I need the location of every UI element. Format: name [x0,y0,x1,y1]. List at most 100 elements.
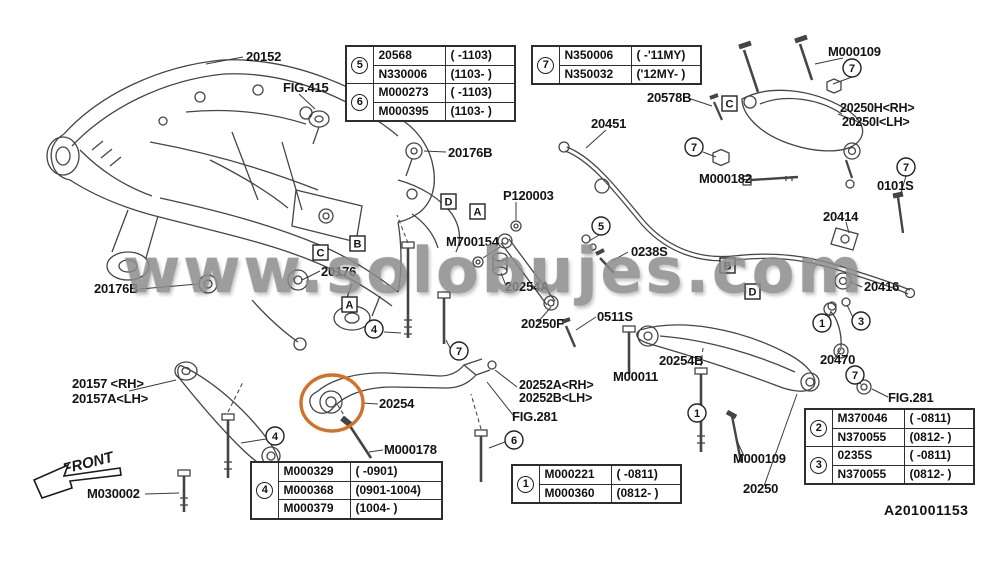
label-20254: 20254 [379,396,415,411]
part-number-cell: N350006 [558,45,632,66]
svg-text:D: D [445,197,453,209]
badge-cell: 3 [804,446,833,485]
part-number-cell: M000360 [538,483,612,504]
part-number-cell: M000368 [277,480,351,501]
bolt-center-4-icon [401,241,415,338]
date-range-cell: (0901-1004) [349,480,443,501]
date-range-cell: ( -1103) [444,83,516,103]
label-20176b-top: 20176B [448,145,492,160]
label-20250i: 20250I<LH> [842,115,910,129]
callout-7-a: 7 [842,58,862,78]
label-p120003: P120003 [503,188,554,203]
table-callout-7: 7 N350006 ( -'11MY) N350032 ('12MY- ) [531,45,702,86]
date-range-cell: ( -1103) [444,45,516,66]
label-20254a: 20254A [505,279,550,294]
trailing-arm-20254-drawing [309,358,497,414]
front-arrow-icon [32,463,122,499]
svg-text:1: 1 [694,408,700,420]
table-callout-5-6: 5 20568 ( -1103) N330006 (1103- ) 6 M000… [345,45,516,123]
date-range-cell: (0812- ) [610,483,682,504]
part-number-cell: 20568 [372,45,446,66]
label-20416: 20416 [864,279,899,294]
bolt-center-7-icon [437,291,451,344]
label-20157a: 20157A<LH> [72,391,149,406]
callout-5-badge: 5 [351,56,369,74]
bolt-front-4-icon [221,413,235,478]
part-number-cell: N330006 [372,64,446,85]
svg-text:5: 5 [598,221,604,233]
date-range-cell: (1103- ) [444,101,516,122]
label-m700154: M700154 [446,234,500,249]
date-range-cell: (0812- ) [903,464,975,485]
label-fig415: FIG.415 [283,80,329,95]
part-number-cell: M000329 [277,461,351,482]
svg-text:3: 3 [858,316,864,328]
date-range-cell: (1004- ) [349,499,443,520]
part-number-cell: M000273 [372,83,446,103]
label-m000109-bottom: M000109 [733,451,786,466]
stud-0238s-icon [581,234,615,274]
svg-text:4: 4 [371,324,378,336]
bolt-0101s-icon [892,191,905,234]
connector-C-b: C [312,244,329,261]
connector-C-a: C [721,95,738,112]
connector-B-b: B [349,235,366,252]
table-callout-1: 1 M000221 ( -0811) M000360 (0812- ) [511,464,682,505]
svg-text:7: 7 [849,63,855,75]
part-number-cell: M000221 [538,464,612,485]
label-20250: 20250 [743,481,778,496]
small-parts-pl20003 [472,220,522,276]
bolt-m000178-icon [340,415,373,459]
bolt-center-6-icon [474,429,488,482]
bushing-20176-icon [287,269,309,291]
label-0238s: 0238S [631,244,668,259]
svg-text:C: C [317,248,325,260]
label-20470: 20470 [820,352,855,367]
connector-D-b: D [744,283,761,300]
bushing-20416-icon [834,272,852,290]
bushing-20176b-left-icon [198,274,218,294]
part-number-cell: 0235S [831,446,905,466]
date-range-cell: ( -0901) [349,461,443,482]
bushing-20176b-top-icon [405,142,423,177]
clamp-20414-icon [830,227,859,251]
label-m00011: M00011 [613,369,658,384]
svg-text:B: B [354,239,362,251]
svg-text:D: D [749,287,757,299]
bolt-m000182-icon [742,175,799,186]
subframe-drawing [46,59,435,351]
label-20250h: 20250H<RH> [840,101,914,115]
label-20176b-left: 20176B [94,281,138,296]
label-20250f: 20250F [521,316,564,331]
label-m000109-top: M000109 [828,44,881,59]
connector-A-a: A [469,203,486,220]
svg-text:7: 7 [691,142,697,154]
label-20157: 20157 <RH> [72,376,144,391]
callout-4-a: 4 [364,319,384,339]
svg-text:6: 6 [511,435,517,447]
label-20152: 20152 [246,49,281,64]
callout-1-a: 1 [812,313,832,333]
date-range-cell: ( -0811) [903,446,975,466]
label-20451: 20451 [591,116,626,131]
callout-1-badge: 1 [517,475,535,493]
badge-cell: 2 [804,408,833,448]
callout-7-b: 7 [684,137,704,157]
date-range-cell: (0812- ) [903,427,975,448]
callout-6-badge: 6 [351,93,369,111]
label-m000178: M000178 [384,442,437,457]
svg-text:A: A [346,300,354,312]
label-fig281-right: FIG.281 [888,390,934,405]
callout-4-b: 4 [265,426,285,446]
label-20176: 20176 [321,264,356,279]
connector-A-b: A [341,296,358,313]
part-number-cell: M000395 [372,101,446,122]
label-m030002: M030002 [87,486,140,501]
label-20578b: 20578B [647,90,691,105]
callout-7-badge: 7 [537,56,555,74]
document-number: A201001153 [884,502,969,518]
callout-1-b: 1 [687,403,707,423]
callout-6-a: 6 [504,430,524,450]
part-number-cell: M370046 [831,408,905,429]
